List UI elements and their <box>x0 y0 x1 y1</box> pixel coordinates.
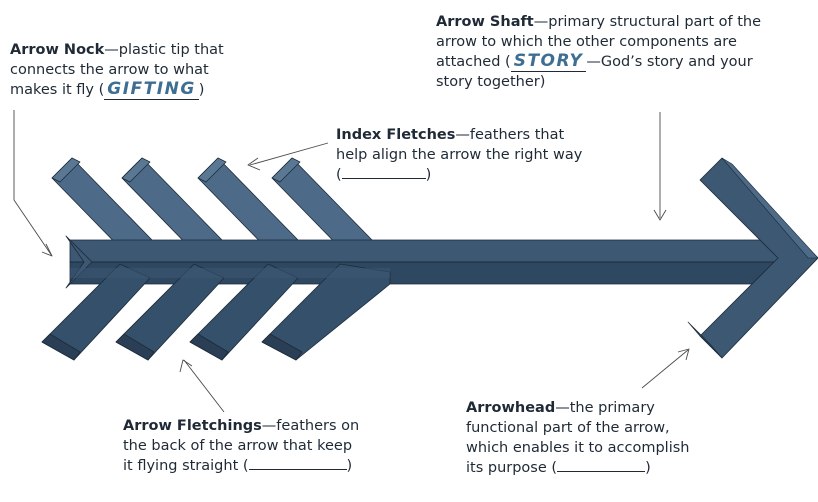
index-fletches-blank <box>341 165 426 179</box>
arrowhead-pointer-line <box>641 349 689 389</box>
pointer-lines <box>13 110 690 413</box>
arrowhead-description: —the primary functional part of the arro… <box>466 400 690 476</box>
arrow-shaft-description: —primary structural part of the arrow to… <box>436 14 762 70</box>
arrow-fletchings-blank <box>248 456 347 470</box>
arrow-fletchings-description: —feathers on the back of the arrow that … <box>123 418 360 474</box>
index-fletches <box>51 157 373 261</box>
arrow-nock-answer: GIFTING <box>107 79 196 99</box>
arrowhead-title: Arrowhead <box>466 400 556 416</box>
arrow-fletchings-close: ) <box>346 458 353 474</box>
arrow-nock <box>65 235 93 289</box>
arrowhead-pointer-arrow <box>677 348 690 361</box>
arrow-nock-title: Arrow Nock <box>10 42 105 58</box>
fletching <box>189 263 299 361</box>
arrow-fletchings-title: Arrow Fletchings <box>123 418 262 434</box>
arrow-shaft-after: —God’s story and your story together) <box>436 54 753 90</box>
index-fletches-title: Index Fletches <box>336 127 456 143</box>
arrow-nock-description: —plastic tip that connects the arrow to … <box>10 42 224 98</box>
arrow-nock-label: Arrow Nock—plastic tip that connects the… <box>10 40 250 100</box>
index-fletch <box>197 157 299 261</box>
arrowhead <box>687 157 818 359</box>
fletchings-pointer-line <box>183 359 225 413</box>
arrowhead-close: ) <box>645 460 651 476</box>
nock-pointer-arrow <box>41 243 53 257</box>
arrow-fletchings-label: Arrow Fletchings—feathers on the back of… <box>123 416 363 476</box>
arrow-shaft-answer: STORY <box>513 51 584 71</box>
arrowhead-label: Arrowhead—the primary functional part of… <box>466 398 704 478</box>
fletchings-pointer-arrow <box>179 359 193 373</box>
index-fletches-label: Index Fletches—feathers that help align … <box>336 125 586 185</box>
arrow-shaft <box>69 239 781 285</box>
arrow-shaft-title: Arrow Shaft <box>436 14 534 30</box>
shaft-pointer-arrow <box>653 209 667 221</box>
arrowhead-blank <box>557 458 646 472</box>
arrow-nock-close: ) <box>198 82 205 98</box>
index-pointer-line <box>249 142 329 166</box>
index-fletches-close: ) <box>425 167 432 183</box>
arrow-fletchings <box>41 263 391 361</box>
index-fletches-description: —feathers that help align the arrow the … <box>336 127 583 183</box>
arrow-shaft-label: Arrow Shaft—primary structural part of t… <box>436 12 776 92</box>
nock-pointer-line <box>13 110 53 257</box>
index-fletch <box>51 157 153 261</box>
index-pointer-arrow <box>247 157 261 171</box>
